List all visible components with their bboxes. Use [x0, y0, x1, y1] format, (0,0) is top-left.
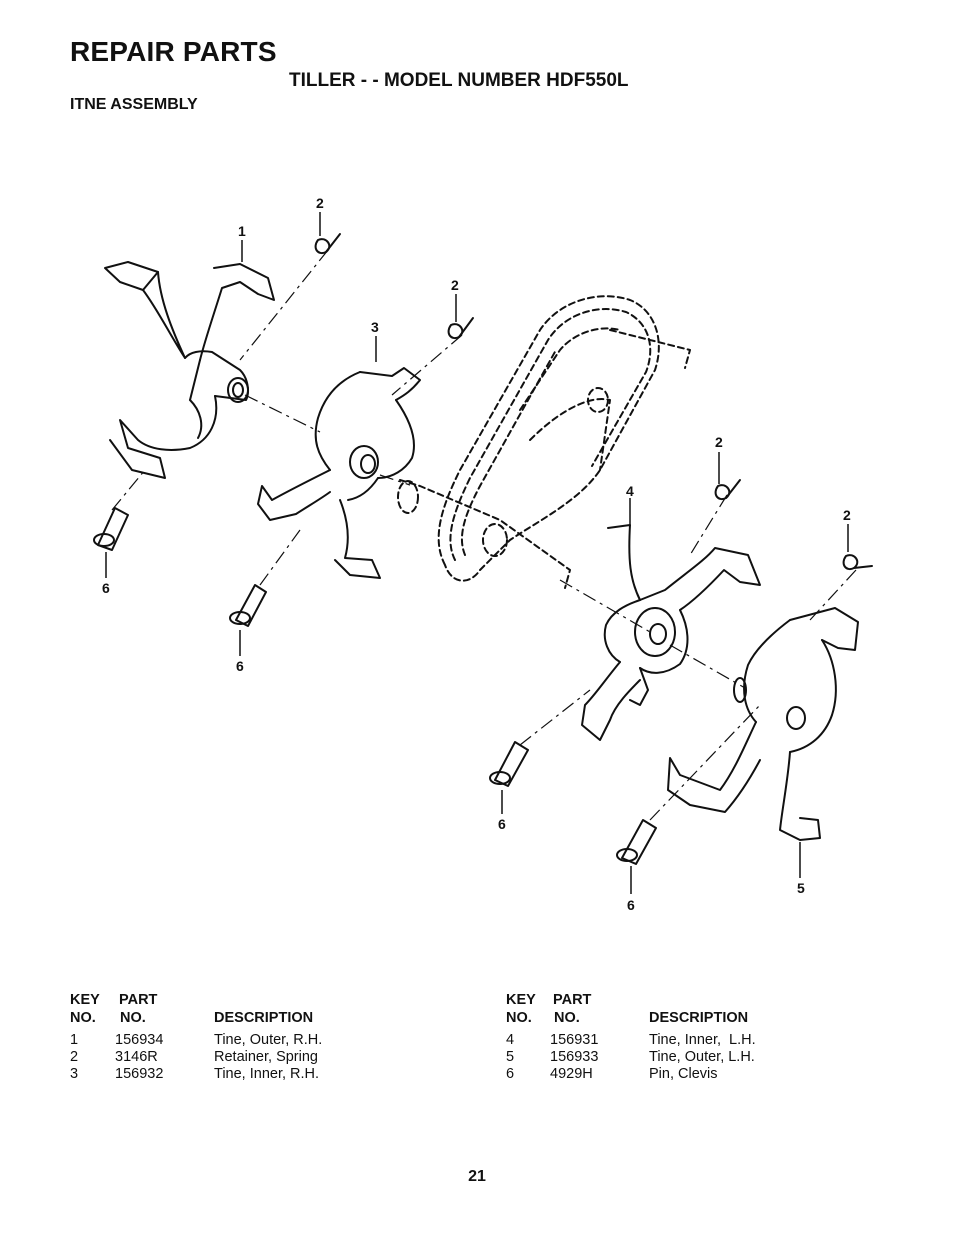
page-number: 21 — [468, 1168, 486, 1185]
row-key: 1 — [70, 1032, 79, 1048]
row-description: Tine, Inner, L.H. — [649, 1032, 756, 1048]
tine-outer-rh-drawing — [104, 261, 275, 479]
assembly-centerlines — [111, 249, 857, 821]
model-subtitle: TILLER - - MODEL NUMBER HDF550L — [289, 70, 629, 91]
row-key: 3 — [70, 1066, 79, 1082]
header-key-line2: NO. — [506, 1010, 532, 1026]
row-description: Retainer, Spring — [214, 1049, 318, 1065]
callout-2d: 2 — [843, 507, 851, 523]
row-part: 4929H — [550, 1066, 593, 1082]
gearbox-housing-drawing — [397, 295, 691, 589]
row-description: Tine, Outer, L.H. — [649, 1049, 755, 1065]
clevis-pins-drawing — [93, 507, 657, 865]
header-key-line1: KEY — [506, 992, 536, 1008]
header-part-line2: NO. — [554, 1010, 580, 1026]
row-key: 2 — [70, 1049, 79, 1065]
header-part-line2: NO. — [120, 1010, 146, 1026]
callout-2c: 2 — [715, 434, 723, 450]
row-key: 4 — [506, 1032, 515, 1048]
tine-outer-lh-drawing — [667, 607, 859, 841]
callout-6a: 6 — [102, 580, 110, 596]
header-key-line1: KEY — [70, 992, 100, 1008]
callout-2a: 2 — [316, 195, 324, 211]
callout-6c: 6 — [498, 816, 506, 832]
header-part-line1: PART — [119, 992, 158, 1008]
callout-4: 4 — [626, 483, 634, 499]
callout-3: 3 — [371, 319, 379, 335]
callout-6b: 6 — [236, 658, 244, 674]
row-part: 156934 — [115, 1032, 164, 1048]
header-key-line2: NO. — [70, 1010, 96, 1026]
row-description: Tine, Outer, R.H. — [214, 1032, 323, 1048]
row-key: 5 — [506, 1049, 515, 1065]
tine-inner-rh-drawing — [257, 367, 421, 579]
row-key: 6 — [506, 1066, 515, 1082]
spring-retainers-drawing — [314, 233, 873, 570]
tine-inner-lh-drawing — [581, 524, 761, 741]
callout-leaders — [105, 212, 849, 894]
row-part: 3146R — [115, 1049, 158, 1065]
callout-6d: 6 — [627, 897, 635, 913]
header-description: DESCRIPTION — [214, 1010, 314, 1026]
row-part: 156932 — [115, 1066, 164, 1082]
tine-assembly-diagram: 1 2 2 3 2 4 2 6 6 6 5 6 — [93, 195, 873, 913]
page-title: REPAIR PARTS — [70, 36, 277, 67]
row-part: 156931 — [550, 1032, 599, 1048]
callout-2b: 2 — [451, 277, 459, 293]
row-description: Pin, Clevis — [649, 1066, 718, 1082]
section-heading: ITNE ASSEMBLY — [70, 96, 198, 113]
callout-1: 1 — [238, 223, 246, 239]
header-part-line1: PART — [553, 992, 592, 1008]
callout-5: 5 — [797, 880, 805, 896]
row-part: 156933 — [550, 1049, 599, 1065]
header-description: DESCRIPTION — [649, 1010, 749, 1026]
row-description: Tine, Inner, R.H. — [214, 1066, 320, 1082]
